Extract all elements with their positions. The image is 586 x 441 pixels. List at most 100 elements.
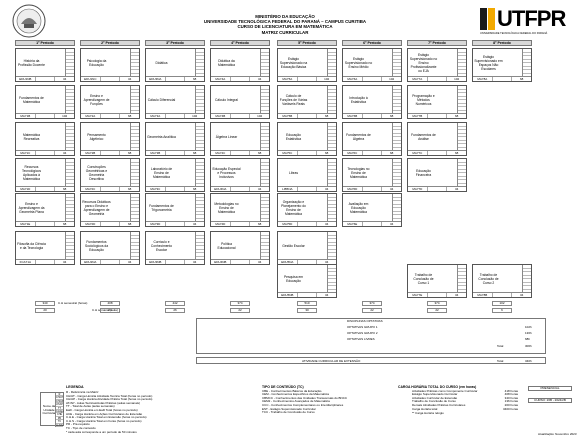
course-tc bbox=[363, 77, 383, 81]
course-ch: 68 bbox=[258, 151, 262, 155]
course-name: Programação e Métodos Numéricos bbox=[412, 94, 435, 106]
course-hours-grid bbox=[195, 49, 204, 77]
ch-semestral-value: 374 bbox=[230, 301, 250, 306]
course-tc bbox=[298, 260, 318, 264]
course-code: EDU2NA bbox=[81, 260, 101, 264]
course-name: Laboratório de Ensino de Matemática bbox=[150, 167, 173, 179]
course-tc bbox=[298, 77, 318, 81]
course-name: Libras bbox=[289, 171, 298, 176]
course-hours-grid bbox=[327, 123, 336, 151]
course-hours-grid bbox=[392, 86, 401, 114]
total-hours-note: ** Carga Horária relógio bbox=[412, 411, 444, 416]
course-ch: 34 bbox=[455, 187, 459, 191]
course-ch: 68 bbox=[128, 222, 132, 226]
content-type-item: TCC - Trabalho de Conclusão de Curso bbox=[262, 410, 315, 415]
course-tc bbox=[101, 114, 121, 118]
course-hours-grid bbox=[327, 86, 336, 114]
ch-semanal-value: 20 bbox=[35, 308, 55, 313]
ch-semestral-value: 408 bbox=[100, 301, 120, 306]
course-code: MA71C bbox=[16, 151, 36, 155]
course-tc bbox=[166, 114, 186, 118]
course-hours-grid bbox=[130, 86, 139, 114]
total-hours-value: 3400 horas bbox=[502, 406, 518, 411]
course-ch: 102 bbox=[257, 114, 263, 118]
course-ch: 34 bbox=[325, 293, 329, 297]
course-code: MA74B bbox=[211, 114, 231, 118]
course-tc bbox=[298, 222, 318, 226]
course-hours-grid bbox=[195, 123, 204, 151]
course-hours-grid bbox=[392, 159, 401, 187]
period-header: 3º Período bbox=[145, 40, 205, 46]
course-ch: 68 bbox=[325, 114, 329, 118]
course-hours-grid bbox=[260, 123, 269, 151]
course-name: História da Profissão Docente bbox=[18, 59, 45, 67]
content-type-item: EST - Estágio Supervisionado Curricular bbox=[262, 406, 316, 411]
period-header: 4º Período bbox=[210, 40, 270, 46]
course-name: Álgebra Linear bbox=[215, 135, 238, 140]
ch-semestral-value: 510 bbox=[297, 301, 317, 306]
optativas-title: DISCIPLINAS OPTATIVAS bbox=[347, 319, 383, 323]
course-tc bbox=[363, 187, 383, 191]
course-hours-grid bbox=[195, 232, 204, 260]
course-hours-grid bbox=[392, 194, 401, 222]
course-code: LIB5NA bbox=[278, 187, 298, 191]
course-code: MA77B bbox=[408, 114, 428, 118]
course-tc bbox=[428, 293, 448, 297]
course-code: MA74A bbox=[211, 77, 231, 81]
course-name: Currículo e Conhecimento Escolar bbox=[150, 240, 173, 252]
course-box: Ensino e Aprendizagem da Geometria Plana… bbox=[15, 193, 75, 227]
course-code: MA77E bbox=[408, 293, 428, 297]
course-tc bbox=[231, 114, 251, 118]
course-tc bbox=[231, 77, 251, 81]
logo-subtitle: UNIVERSIDADE TECNOLÓGICA FEDERAL DO PARA… bbox=[480, 32, 548, 35]
course-ch: 68 bbox=[63, 222, 67, 226]
course-code: MA72C bbox=[81, 187, 101, 191]
course-tc bbox=[298, 151, 318, 155]
course-name: Pensamento Algébrico bbox=[87, 133, 106, 141]
course-box: Construções Geométricas e Geometria Desc… bbox=[80, 158, 140, 192]
course-hours-grid bbox=[260, 49, 269, 77]
course-hours-grid bbox=[130, 194, 139, 222]
ch-semestral-value: 442 bbox=[165, 301, 185, 306]
course-name: Filosofia da Ciência e da Tecnologia bbox=[17, 242, 46, 250]
course-tc bbox=[166, 222, 186, 226]
optativas-total-value: 306h bbox=[525, 344, 532, 348]
course-hours-grid bbox=[457, 123, 466, 151]
course-code: MA71E bbox=[16, 222, 36, 226]
course-tc bbox=[101, 222, 121, 226]
course-name: Fundamentos Sociológicos da Educação bbox=[84, 240, 109, 252]
optativa-value: 102h bbox=[525, 325, 532, 329]
course-code: MA72B bbox=[81, 151, 101, 155]
document-header: MINISTÉRIO DA EDUCAÇÃO UNIVERSIDADE TECN… bbox=[140, 14, 430, 35]
course-footer: MA74B 102 bbox=[211, 113, 269, 118]
course-tc bbox=[363, 222, 383, 226]
ch-semestral-value: 374 bbox=[427, 301, 447, 306]
period-header: 6º Período bbox=[342, 40, 402, 46]
legend-item: TT - Total de Aulas (aulas semanais) bbox=[66, 404, 115, 409]
course-ch: 68 bbox=[128, 114, 132, 118]
legend-cell: AT/AP bbox=[56, 403, 63, 407]
course-code: EDU3NB bbox=[146, 260, 166, 264]
course-ch: 68 bbox=[128, 187, 132, 191]
